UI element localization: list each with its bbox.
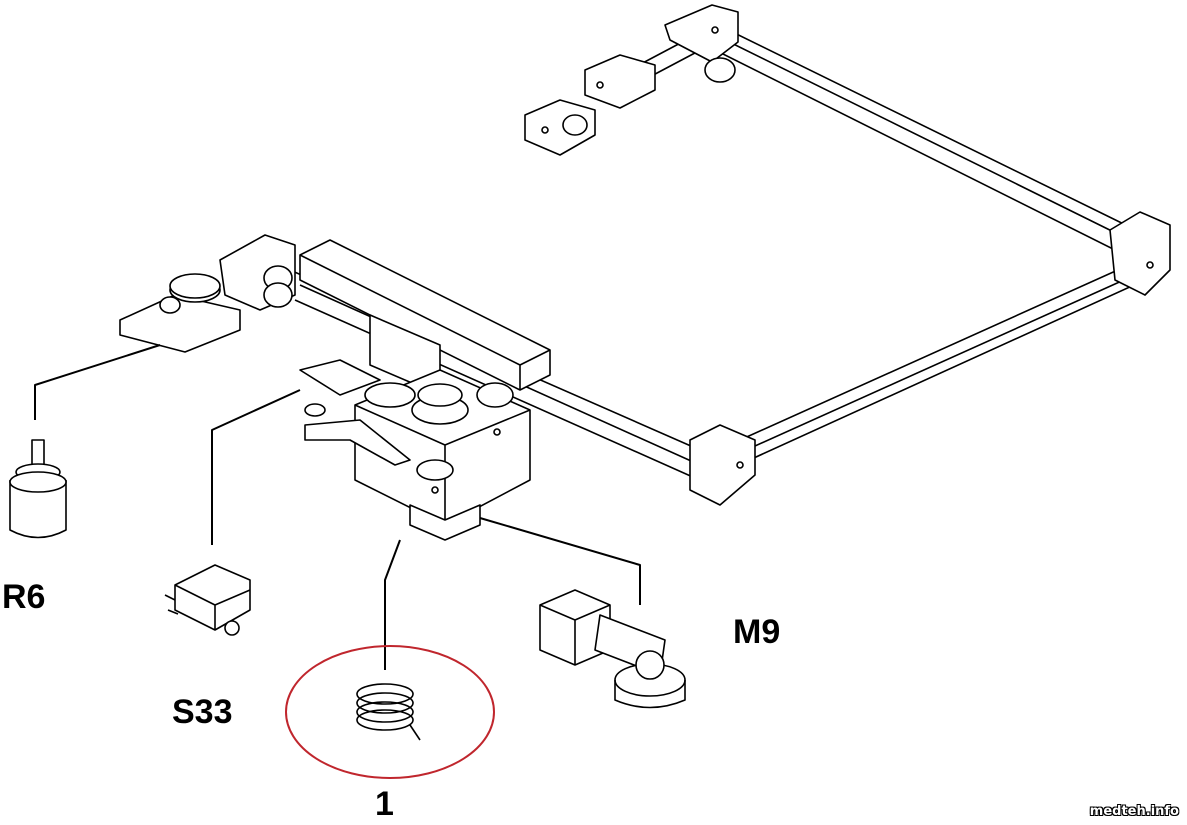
m9-motor [539, 589, 686, 709]
label-item-1: 1 [375, 785, 394, 823]
s33-microswitch [164, 564, 251, 636]
highlight-circle [285, 645, 495, 779]
cross-beam [299, 239, 551, 396]
leader-lines [34, 344, 641, 670]
spring-part [356, 683, 421, 741]
label-m9: M9 [733, 613, 781, 651]
label-r6: R6 [2, 578, 46, 616]
r6-potentiometer [9, 439, 67, 539]
xy-frame [289, 4, 1171, 506]
watermark: medteh.info [1089, 804, 1179, 819]
left-carriage [119, 234, 296, 353]
head-unit [299, 359, 531, 541]
label-s33: S33 [172, 693, 233, 731]
